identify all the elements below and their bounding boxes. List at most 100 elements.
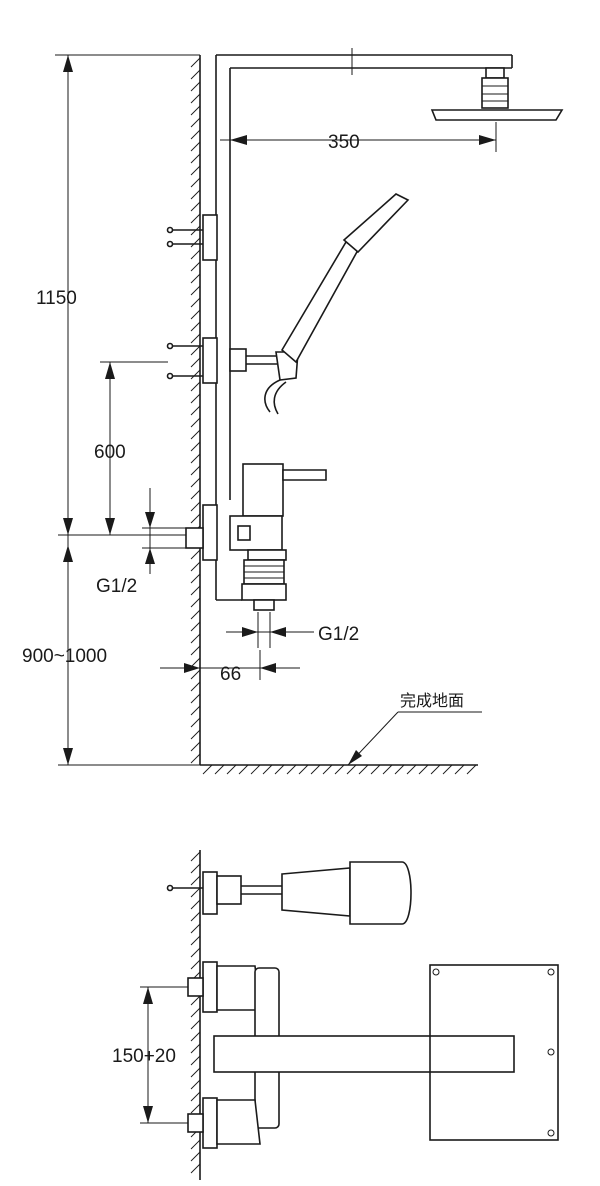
hatch-line xyxy=(190,717,201,728)
dim-label-holder-height: 600 xyxy=(94,442,126,463)
dimension-inlet-thread-left xyxy=(142,488,186,574)
hatch-line xyxy=(250,764,261,775)
hatch-line xyxy=(190,213,201,224)
hatch-line xyxy=(190,1079,201,1090)
hatch-line xyxy=(190,669,201,680)
dimension-valve-spacing xyxy=(140,986,188,1124)
dim-label-inlet-thread-left: G1/2 xyxy=(96,576,137,597)
hatch-line xyxy=(190,899,201,910)
hatch-line xyxy=(190,201,201,212)
upper-wall-bracket xyxy=(166,214,218,261)
dimension-total-height xyxy=(55,54,200,535)
hatch-line xyxy=(286,764,297,775)
hatch-line xyxy=(190,405,201,416)
finished-floor xyxy=(200,764,478,775)
hatch-line xyxy=(190,1139,201,1150)
mixer-plan xyxy=(187,961,515,1149)
hatch-line xyxy=(190,561,201,572)
hatch-line xyxy=(190,153,201,164)
hatch-line xyxy=(190,573,201,584)
escutcheon-plate xyxy=(429,964,559,1141)
hatch-line xyxy=(238,764,249,775)
hatch-line xyxy=(190,129,201,140)
hatch-line xyxy=(190,81,201,92)
hatch-line xyxy=(190,621,201,632)
hatch-line xyxy=(190,887,201,898)
dimension-mixer-height xyxy=(58,534,200,766)
hatch-line xyxy=(190,1151,201,1162)
dimension-arm-reach xyxy=(220,122,497,154)
hand-shower xyxy=(229,193,410,415)
hatch-line xyxy=(190,693,201,704)
hatch-line xyxy=(334,764,345,775)
hatch-line xyxy=(190,1163,201,1174)
hatch-line xyxy=(190,489,201,500)
hatch-line xyxy=(190,237,201,248)
hand-shower-plan xyxy=(166,861,412,925)
hatch-line xyxy=(394,764,405,775)
hatch-line xyxy=(190,959,201,970)
hatch-line xyxy=(298,764,309,775)
hatch-line xyxy=(190,513,201,524)
hatch-line xyxy=(190,57,201,68)
hatch-line xyxy=(190,681,201,692)
hatch-line xyxy=(190,923,201,934)
hatch-line xyxy=(190,117,201,128)
hatch-line xyxy=(190,297,201,308)
hatch-line xyxy=(190,177,201,188)
hatch-line xyxy=(190,357,201,368)
hatch-line xyxy=(274,764,285,775)
hatch-line xyxy=(190,549,201,560)
floor-leader-line xyxy=(347,711,482,766)
hatch-line xyxy=(190,863,201,874)
hatch-line xyxy=(190,609,201,620)
hatch-line xyxy=(190,105,201,116)
hatch-line xyxy=(190,441,201,452)
hatch-line xyxy=(382,764,393,775)
hatch-line xyxy=(190,875,201,886)
dim-label-valve-spacing: 150+20 xyxy=(112,1046,176,1067)
hatch-line xyxy=(190,633,201,644)
hatch-line xyxy=(190,1019,201,1030)
hatch-line xyxy=(190,381,201,392)
hatch-line xyxy=(430,764,441,775)
hatch-line xyxy=(190,369,201,380)
hatch-line xyxy=(190,1103,201,1114)
hatch-line xyxy=(190,261,201,272)
hatch-line xyxy=(406,764,417,775)
dimension-holder-height xyxy=(100,361,168,535)
hatch-line xyxy=(214,764,225,775)
dimension-inlet-thread-bottom xyxy=(226,612,314,648)
hatch-line xyxy=(190,947,201,958)
hatch-line xyxy=(190,165,201,176)
hatch-line xyxy=(466,764,477,775)
hatch-line xyxy=(190,851,201,862)
hatch-line xyxy=(190,285,201,296)
hatch-line xyxy=(190,345,201,356)
hatch-line xyxy=(454,764,465,775)
hatch-line xyxy=(190,393,201,404)
overhead-shower-head xyxy=(430,67,564,121)
hatch-line xyxy=(442,764,453,775)
hatch-line xyxy=(418,764,429,775)
hatch-line xyxy=(190,141,201,152)
hatch-line xyxy=(262,764,273,775)
floor-label: 完成地面 xyxy=(400,691,464,710)
hatch-line xyxy=(202,764,213,775)
hatch-line xyxy=(190,585,201,596)
dimension-wall-offset xyxy=(160,650,300,680)
hatch-line xyxy=(322,764,333,775)
hatch-line xyxy=(190,465,201,476)
hatch-line xyxy=(190,995,201,1006)
hatch-line xyxy=(190,1055,201,1066)
hatch-line xyxy=(190,417,201,428)
dim-label-mixer-height: 900~1000 xyxy=(22,646,107,667)
hatch-line xyxy=(226,764,237,775)
hatch-line xyxy=(190,249,201,260)
hatch-line xyxy=(190,273,201,284)
hatch-line xyxy=(190,1091,201,1102)
hatch-line xyxy=(190,597,201,608)
hatch-line xyxy=(190,911,201,922)
hatch-line xyxy=(190,753,201,764)
